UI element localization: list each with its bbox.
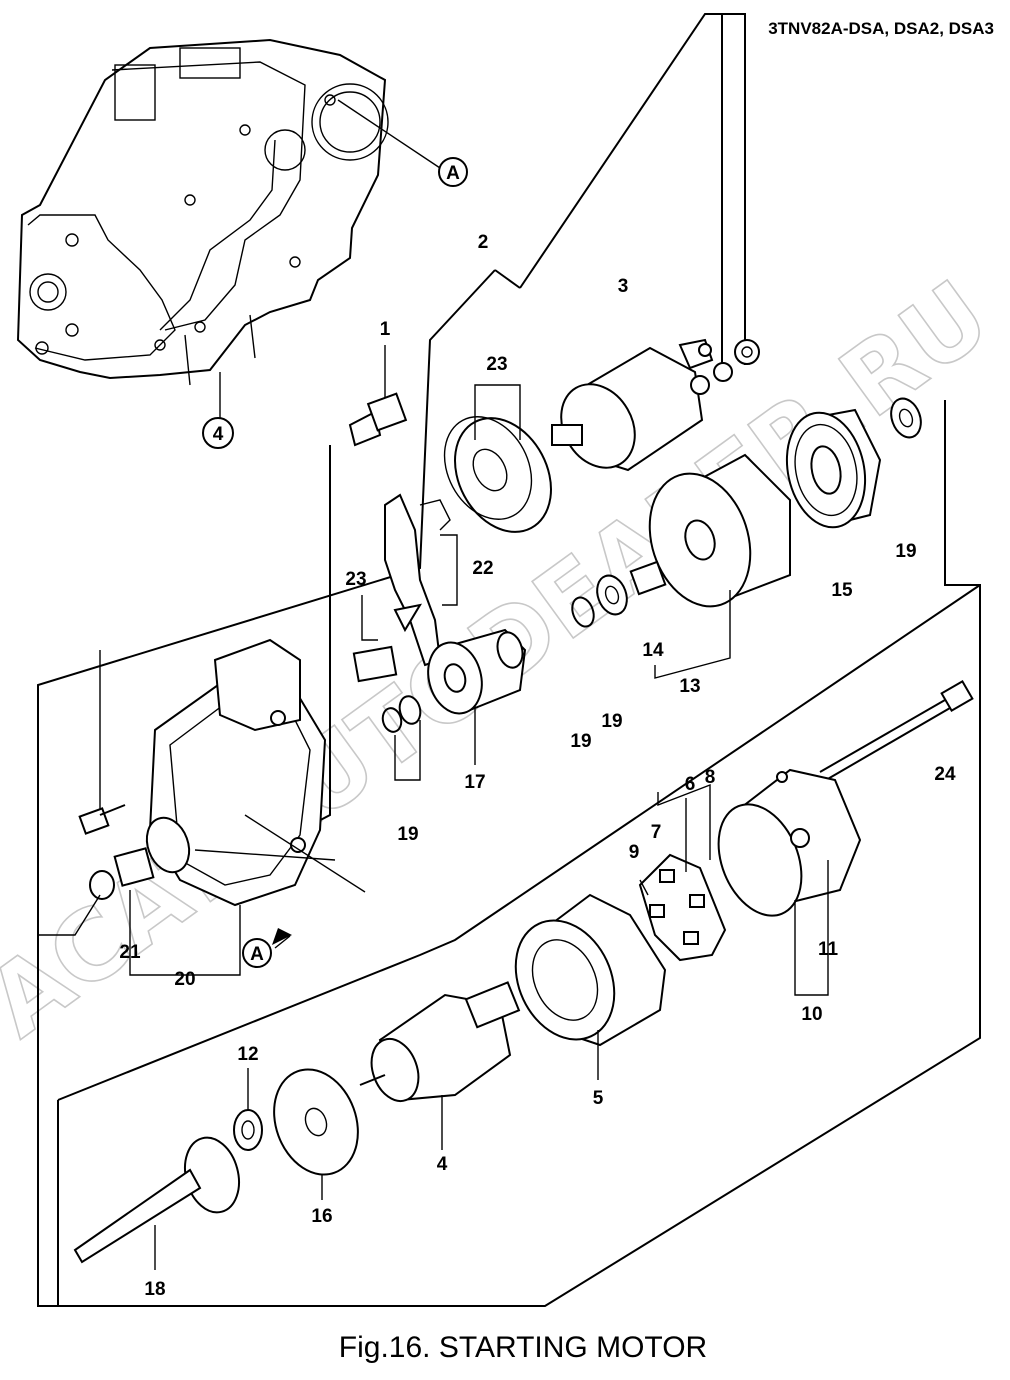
snap-ring-19	[571, 596, 595, 628]
callout-6: 6	[685, 774, 696, 795]
rear-cover-10	[717, 768, 862, 917]
callout-2: 2	[478, 232, 489, 253]
armature-4	[359, 981, 521, 1102]
callout-19-snap: 19	[570, 731, 591, 752]
shaft-18	[73, 1136, 240, 1264]
callout-15: 15	[831, 580, 853, 601]
brush-holder-6	[638, 853, 727, 962]
callout-4-armature: 4	[437, 1154, 448, 1175]
callout-4-housing: 4	[202, 417, 234, 449]
housing-13	[648, 453, 791, 608]
callout-23-upper: 23	[486, 354, 507, 375]
reference-mark-a-bottom: A	[242, 938, 272, 968]
plate-23-upper	[443, 416, 552, 533]
solenoid-switch	[551, 338, 714, 472]
bolt-small	[78, 804, 126, 835]
callout-21: 21	[119, 942, 141, 963]
bearing-14	[629, 560, 667, 596]
bolt-1	[348, 392, 408, 447]
callout-10: 10	[801, 1004, 822, 1025]
callout-22: 22	[472, 558, 493, 579]
callout-17: 17	[464, 772, 485, 793]
svg-text:A: A	[446, 163, 460, 184]
callout-19-lower: 19	[397, 824, 418, 845]
callout-18: 18	[144, 1279, 165, 1300]
reference-mark-a-top: A	[438, 157, 468, 187]
callout-8: 8	[705, 767, 716, 788]
callout-20: 20	[174, 969, 195, 990]
clutch-15	[785, 408, 882, 529]
callout-24: 24	[934, 764, 956, 785]
svg-text:A: A	[250, 944, 264, 965]
washer-21	[89, 870, 115, 900]
washer-19-right	[890, 397, 922, 439]
callout-13: 13	[679, 676, 700, 697]
callout-7: 7	[651, 822, 662, 843]
callout-3: 3	[618, 276, 629, 297]
through-bolt-24	[819, 679, 974, 781]
plate-16	[273, 1068, 359, 1176]
brush-23	[352, 645, 398, 683]
flywheel-housing	[16, 38, 389, 386]
callout-1: 1	[380, 319, 391, 340]
pinion-drive-17	[427, 628, 527, 715]
callout-11: 11	[818, 939, 839, 960]
washer-19-mid	[596, 574, 628, 616]
model-header: 3TNV82A-DSA, DSA2, DSA3	[768, 19, 994, 38]
nut	[734, 339, 760, 365]
bushing-21	[113, 847, 155, 887]
front-bracket-20	[145, 638, 327, 907]
callout-23-lower: 23	[345, 569, 366, 590]
figure-caption: Fig.16. STARTING MOTOR	[339, 1331, 707, 1364]
field-frame-5	[514, 893, 667, 1047]
callout-9: 9	[629, 842, 640, 863]
gear-12	[233, 1109, 263, 1151]
shift-lever-22	[384, 493, 451, 667]
callout-19-mid: 19	[601, 711, 622, 732]
svg-text:4: 4	[213, 424, 224, 445]
spring-19-lower	[381, 695, 422, 733]
callout-14: 14	[642, 640, 664, 661]
spring-washer	[713, 362, 733, 382]
assembly-outline	[519, 13, 746, 365]
callout-19-right: 19	[895, 541, 916, 562]
callout-5: 5	[593, 1088, 604, 1109]
callout-12: 12	[237, 1044, 258, 1065]
callout-16: 16	[311, 1206, 332, 1227]
